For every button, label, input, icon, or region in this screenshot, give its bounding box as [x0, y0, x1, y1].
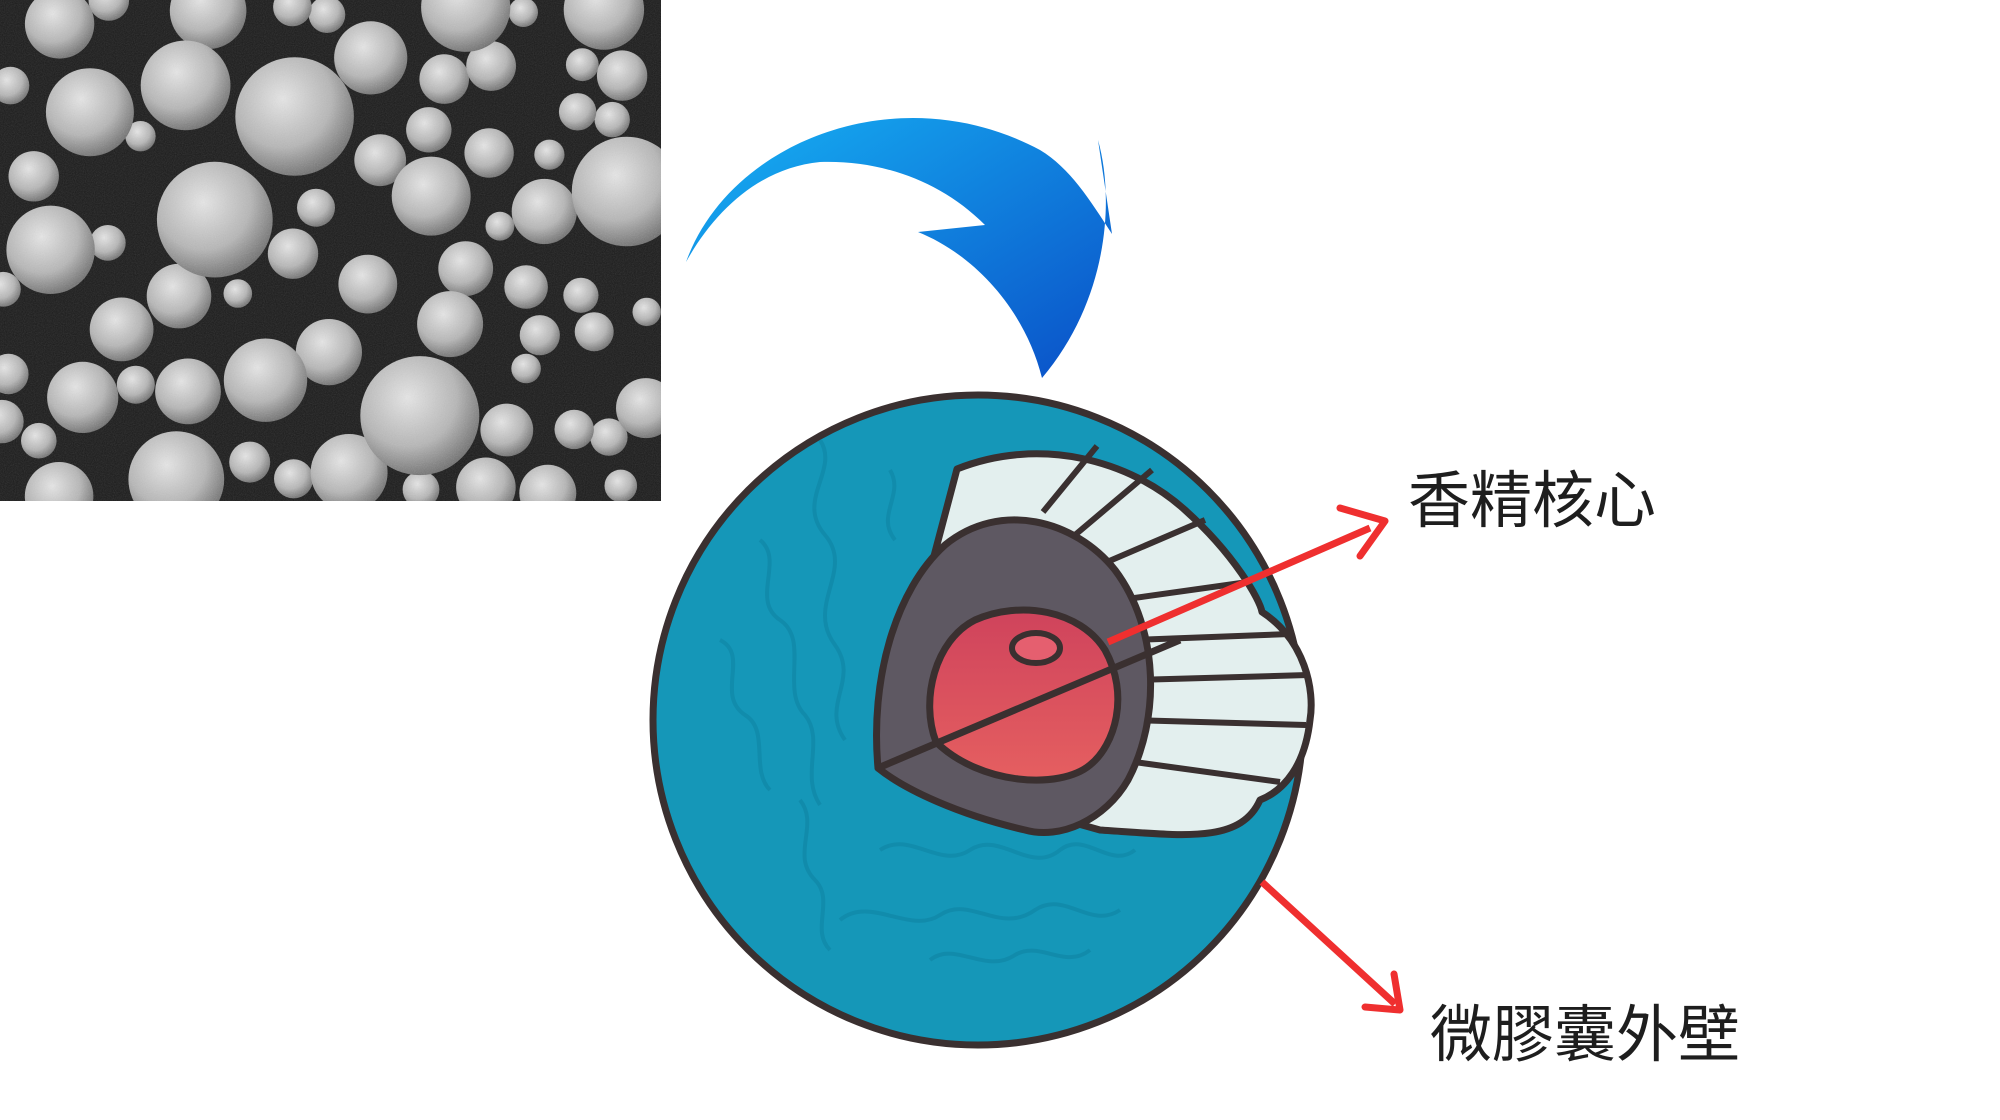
- wall-texture: [718, 438, 1137, 964]
- sem-sphere: [519, 315, 560, 356]
- sem-sphere: [632, 297, 661, 327]
- sem-sphere: [235, 57, 354, 176]
- sem-sphere: [571, 136, 661, 247]
- sem-sphere: [406, 107, 452, 153]
- straight-arrow-icon: [1106, 504, 1389, 646]
- sem-sphere: [558, 93, 597, 131]
- sem-sphere: [534, 139, 565, 170]
- sem-sphere: [156, 161, 273, 278]
- sem-sphere: [297, 188, 335, 227]
- sem-sphere: [45, 68, 134, 157]
- sem-sphere: [274, 459, 314, 499]
- sem-sphere: [21, 422, 57, 459]
- sem-sphere: [155, 358, 221, 425]
- sem-sphere: [504, 265, 548, 309]
- sem-sphere: [140, 40, 231, 131]
- sem-sphere: [8, 151, 59, 202]
- sem-sphere: [116, 365, 155, 404]
- sem-sphere: [565, 48, 599, 82]
- sem-sphere: [464, 128, 514, 178]
- sem-sphere: [6, 205, 95, 294]
- sem-sphere: [402, 471, 440, 501]
- sem-sphere: [310, 434, 388, 501]
- sem-sphere: [338, 254, 398, 314]
- sem-sphere: [169, 0, 247, 50]
- sem-sphere: [563, 0, 645, 50]
- sem-sphere: [563, 277, 599, 313]
- sem-sphere: [417, 291, 484, 358]
- sem-sphere: [596, 50, 648, 101]
- sem-sphere: [0, 271, 21, 307]
- sem-sphere: [229, 441, 271, 483]
- sem-sphere: [223, 338, 308, 422]
- sem-sphere: [334, 21, 408, 95]
- sem-sphere: [616, 378, 661, 439]
- sem-sphere: [125, 121, 156, 152]
- sem-sphere: [24, 462, 94, 501]
- sem-sphere: [308, 0, 346, 33]
- sem-sphere: [456, 457, 516, 501]
- sem-sphere: [273, 0, 312, 27]
- sem-sphere: [519, 464, 577, 501]
- sem-sphere: [47, 361, 119, 433]
- sem-sphere: [438, 241, 494, 296]
- curved-arrow-icon: [686, 118, 1112, 379]
- sem-sphere: [574, 312, 614, 352]
- sem-sphere: [128, 431, 225, 501]
- straight-arrow-icon: [1259, 879, 1404, 1014]
- microcapsule: [649, 391, 1315, 1049]
- fragrance-core-label: 香精核心: [1408, 464, 1657, 537]
- capsule-wall-label: 微膠囊外壁: [1430, 998, 1741, 1071]
- sem-sphere: [0, 353, 29, 395]
- sem-sphere: [89, 225, 126, 261]
- sem-sphere: [391, 156, 471, 236]
- sem-sphere: [24, 0, 95, 59]
- sem-sphere: [146, 263, 212, 329]
- sem-sphere: [360, 356, 480, 476]
- sem-sphere: [590, 418, 628, 456]
- sem-sphere: [554, 409, 594, 450]
- sem-sphere: [604, 469, 638, 501]
- sem-sphere: [419, 54, 470, 104]
- sem-sphere: [511, 178, 577, 245]
- ring-segments: [1040, 444, 1309, 785]
- sem-sphere: [0, 399, 24, 444]
- core-inner-droplet: [1009, 630, 1063, 666]
- cut-line: [876, 636, 1182, 772]
- sem-sphere: [508, 0, 538, 27]
- sem-sphere: [267, 228, 319, 279]
- fragrance-core: [926, 606, 1122, 784]
- sem-sphere: [354, 134, 407, 187]
- sem-sphere: [89, 297, 154, 362]
- sem-micrograph: [0, 0, 661, 501]
- sem-sphere: [295, 319, 362, 386]
- sem-sphere: [485, 211, 515, 241]
- sem-sphere: [594, 101, 630, 138]
- sem-sphere: [466, 41, 516, 91]
- sem-sphere: [0, 66, 30, 105]
- sem-sphere: [480, 403, 534, 457]
- sem-sphere: [511, 353, 541, 384]
- sem-sphere: [88, 0, 130, 21]
- sem-sphere: [421, 0, 511, 52]
- sem-sphere: [223, 279, 253, 308]
